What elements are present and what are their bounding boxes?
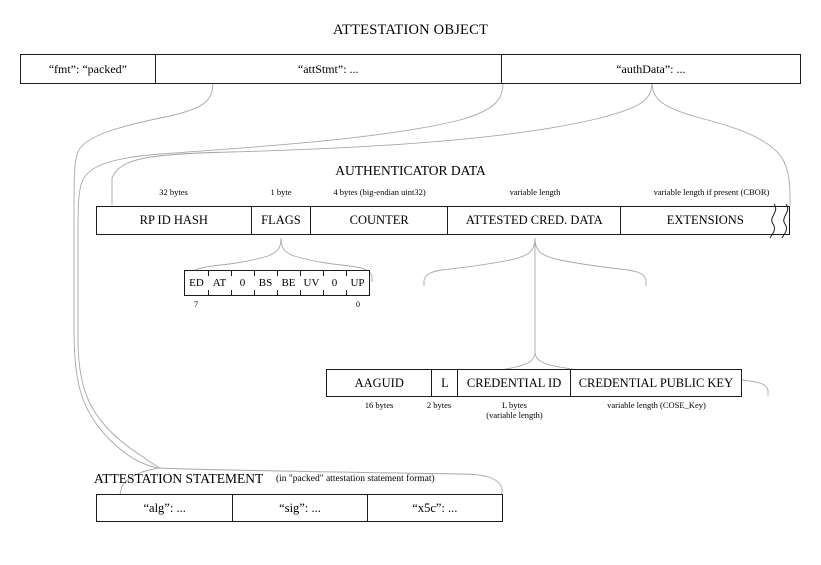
field-counter[interactable]: COUNTER <box>311 207 448 234</box>
attestation-statement-row: “alg”: ... “sig”: ... “x5c”: ... <box>96 494 503 522</box>
authenticator-data-title: AUTHENTICATOR DATA <box>335 163 486 178</box>
size-label-credential-public-key: variable length (COSE_Key) <box>607 400 706 410</box>
flag-bit-up[interactable]: UP <box>346 271 369 295</box>
attested-credential-data-row: AAGUID L CREDENTIAL ID CREDENTIAL PUBLIC… <box>326 369 742 397</box>
size-label-flags: 1 byte <box>270 187 292 197</box>
size-label-credential-id-line2: (variable length) <box>486 409 543 420</box>
flag-bit-at[interactable]: AT <box>208 271 231 295</box>
field-alg[interactable]: “alg”: ... <box>97 495 234 521</box>
field-rp-id-hash[interactable]: RP ID HASH <box>97 207 252 234</box>
field-sig[interactable]: “sig”: ... <box>233 495 368 521</box>
size-label-credential-id-line1: L bytes <box>502 400 527 410</box>
page-title: ATTESTATION OBJECT <box>332 22 489 38</box>
field-authdata[interactable]: “authData”: ... <box>616 61 686 76</box>
attestation-statement-title: ATTESTATION STATEMENT <box>94 471 264 486</box>
field-attested-cred-data[interactable]: ATTESTED CRED. DATA <box>448 207 622 234</box>
break-squiggle-icon <box>769 203 789 239</box>
size-label-credential-id: L bytes (variable length) <box>458 400 571 421</box>
field-credential-id[interactable]: CREDENTIAL ID <box>458 370 571 396</box>
field-x5c[interactable]: “x5c”: ... <box>412 500 458 515</box>
attestation-object-row: “fmt”: “packed” “attStmt”: ... “authData… <box>20 54 801 84</box>
flag-bit-rfu1[interactable]: 0 <box>323 271 346 295</box>
field-attstmt[interactable]: “attStmt”: ... <box>156 55 502 83</box>
field-flags[interactable]: FLAGS <box>252 207 312 234</box>
flag-bit-be[interactable]: BE <box>277 271 300 295</box>
field-extensions[interactable]: EXTENSIONS <box>666 213 744 227</box>
size-label-extensions: variable length if present (CBOR) <box>653 187 770 197</box>
flags-msb-index: 7 <box>194 300 198 309</box>
size-label-credential-id-length: 2 bytes <box>426 400 452 410</box>
field-aaguid[interactable]: AAGUID <box>327 370 433 396</box>
size-label-aaguid: 16 bytes <box>364 400 394 410</box>
flags-bit-box: ED AT 0 BS BE UV 0 UP <box>184 270 370 296</box>
flags-lsb-index: 0 <box>356 300 360 309</box>
flag-bit-uv[interactable]: UV <box>300 271 323 295</box>
field-credential-id-length[interactable]: L <box>432 370 459 396</box>
field-credential-public-key[interactable]: CREDENTIAL PUBLIC KEY <box>578 375 734 390</box>
field-fmt[interactable]: “fmt”: “packed” <box>21 55 156 83</box>
size-label-counter: 4 bytes (big-endian uint32) <box>333 187 426 197</box>
size-label-rp-id-hash: 32 bytes <box>159 187 188 197</box>
authenticator-data-row: RP ID HASH FLAGS COUNTER ATTESTED CRED. … <box>96 206 790 235</box>
flag-bit-rfu2[interactable]: 0 <box>231 271 254 295</box>
size-label-attested-cred-data: variable length <box>509 187 561 197</box>
flag-bit-ed[interactable]: ED <box>189 277 204 289</box>
attestation-statement-note: (in "packed" attestation statement forma… <box>276 474 435 484</box>
flag-bit-bs[interactable]: BS <box>254 271 277 295</box>
